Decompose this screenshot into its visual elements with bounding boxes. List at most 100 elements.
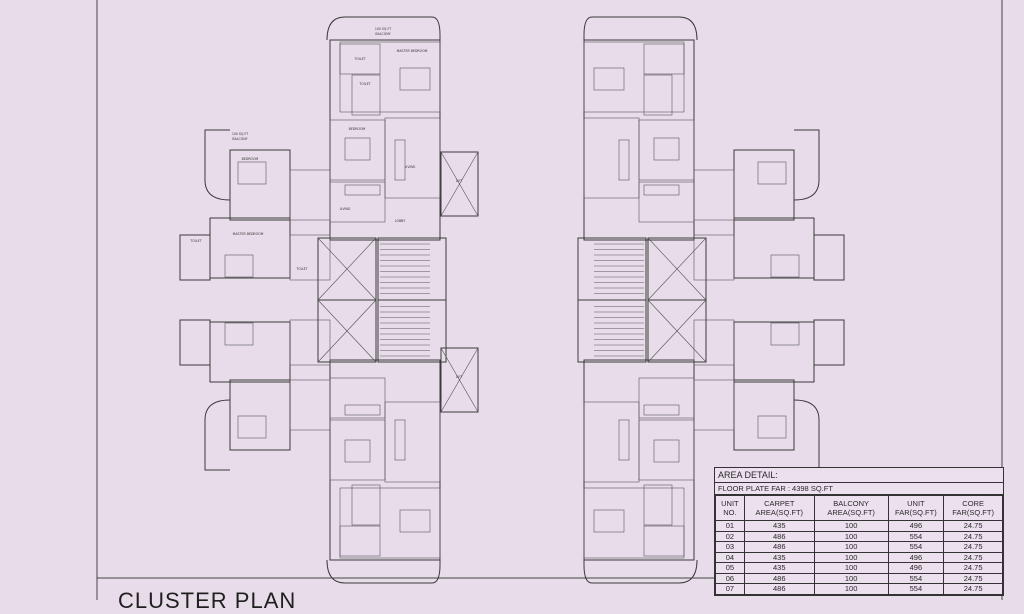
kitchen-room [638, 377, 695, 419]
master-bedroom-label: MASTER BEDROOM [397, 49, 428, 53]
plan-quadrant [577, 299, 845, 584]
unit-outline [733, 379, 795, 451]
lift-shaft [647, 299, 707, 363]
unit-outline [209, 321, 291, 383]
bed-furniture [224, 254, 254, 278]
lift-shaft-diagonal [440, 151, 479, 217]
table-cell: 100 [813, 562, 889, 574]
toilet-room [179, 319, 211, 366]
master-bedroom-room [339, 487, 441, 559]
staircase [577, 299, 647, 363]
master-bedroom-label: MASTER BEDROOM [233, 232, 264, 236]
unit-outline [229, 379, 291, 451]
lift-label: LIFT [456, 179, 462, 183]
toilet-room [643, 43, 685, 75]
table-cell: 554 [887, 583, 945, 595]
toilet-label: TOILET [189, 239, 201, 243]
living-room [384, 117, 441, 199]
toilet-room [289, 234, 331, 281]
bed-furniture [653, 137, 680, 161]
bed-furniture [237, 415, 267, 439]
living-room [583, 401, 640, 483]
table-cell: 486 [743, 530, 815, 542]
lobby-label: LOBBY [395, 219, 405, 223]
balcony-area-label: 100 SQ.FT [232, 132, 248, 136]
table-cell: 24.75 [943, 530, 1003, 542]
lift-shaft-diagonal [317, 299, 377, 363]
bed-furniture [344, 439, 371, 463]
toilet-room [693, 319, 735, 366]
lift-shaft-diagonal [647, 237, 707, 301]
table-cell: 496 [887, 551, 945, 563]
kitchen-room [329, 377, 386, 419]
table-cell: 435 [743, 551, 815, 563]
table-cell: 486 [743, 541, 815, 553]
table-cell: 554 [887, 572, 945, 584]
toilet-room [339, 525, 381, 557]
table-cell: 100 [813, 520, 889, 532]
page-title: CLUSTER PLAN [118, 588, 297, 613]
balcony-outline [204, 399, 231, 471]
bedroom-room [638, 119, 695, 181]
balcony-outline [326, 16, 441, 41]
sofa-furniture [643, 404, 680, 416]
area-detail-table: AREA DETAIL: FLOOR PLATE FAR : 4398 SQ.F… [714, 467, 1004, 596]
plan-quadrant [577, 16, 845, 301]
sofa-furniture [344, 404, 381, 416]
sofa-furniture [618, 419, 630, 461]
balcony-outline [326, 559, 441, 584]
passage-room [289, 169, 331, 221]
column-header: UNIT FAR(SQ.FT) [887, 495, 945, 521]
bed-furniture [344, 137, 371, 161]
table-header-row: UNIT NO.CARPET AREA(SQ.FT)BALCONY AREA(S… [715, 495, 1003, 521]
toilet-room [179, 234, 211, 281]
bed-furniture [770, 254, 800, 278]
lift-shaft-diagonal [317, 237, 377, 301]
living-room [583, 117, 640, 199]
living-label: LIVING [340, 207, 351, 211]
table-cell: 554 [887, 530, 945, 542]
bed-furniture [399, 509, 431, 533]
table-cell: 24.75 [943, 541, 1003, 553]
table-cell: 486 [743, 572, 815, 584]
toilet-room [339, 43, 381, 75]
toilet-label: TOILET [353, 57, 365, 61]
bed-furniture [757, 415, 787, 439]
bedroom-label: BEDROOM [242, 157, 259, 161]
passage-room [693, 379, 735, 431]
toilet-room [643, 74, 673, 116]
kitchen-room [329, 181, 386, 223]
lift-shaft-diagonal [647, 299, 707, 363]
master-bedroom-room [583, 41, 685, 113]
table-cell: 496 [887, 562, 945, 574]
living-room [384, 401, 441, 483]
table-cell: 100 [813, 530, 889, 542]
toilet-room [351, 74, 381, 116]
staircase [577, 237, 647, 301]
column-header: CARPET AREA(SQ.FT) [743, 495, 815, 521]
unit-outline [733, 149, 795, 221]
table-cell: 24.75 [943, 583, 1003, 595]
staircase [377, 237, 447, 301]
column-header: UNIT NO. [715, 495, 745, 521]
table-cell: 24.75 [943, 562, 1003, 574]
table-cell: 24.75 [943, 572, 1003, 584]
bed-furniture [593, 67, 625, 91]
bed-furniture [224, 322, 254, 346]
balcony-area-label: 100 SQ.FT [375, 27, 391, 31]
passage-room [693, 169, 735, 221]
master-bedroom-room [583, 487, 685, 559]
bedroom-room [329, 419, 386, 481]
balcony-outline [793, 129, 820, 201]
living-label: LIVING [405, 165, 416, 169]
column-header: CORE FAR(SQ.FT) [943, 495, 1003, 521]
balcony-outline [793, 399, 820, 471]
